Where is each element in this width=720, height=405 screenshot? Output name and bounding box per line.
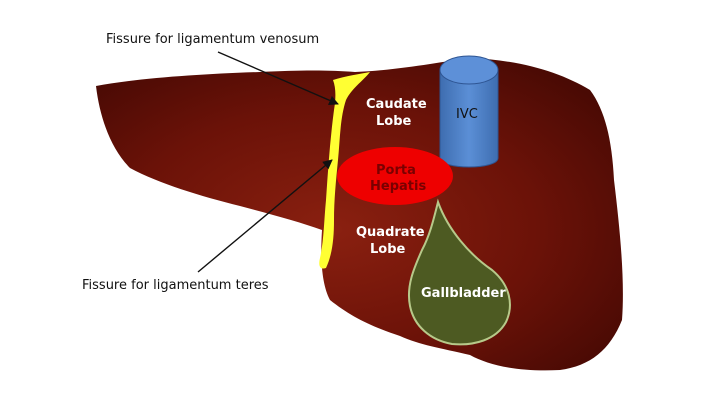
label-ivc: IVC [456, 107, 478, 122]
ivc-cylinder [439, 55, 499, 168]
fissure-strip [319, 72, 370, 269]
label-porta-hepatis: Porta Hepatis [370, 163, 426, 194]
label-caudate-lobe: Caudate Lobe [366, 97, 431, 129]
label-fissure-venosum: Fissure for ligamentum venosum [106, 32, 319, 47]
label-gallbladder: Gallbladder [421, 286, 506, 301]
label-caudate-line2: Lobe [376, 114, 412, 129]
arrow-venosum [217, 51, 339, 105]
label-porta-line2: Hepatis [370, 179, 426, 194]
gallbladder-shape [408, 198, 511, 346]
label-porta-line1: Porta [376, 163, 416, 178]
label-quadrate-line1: Quadrate [356, 225, 425, 240]
label-fissure-teres: Fissure for ligamentum teres [82, 278, 269, 293]
liver-shape [96, 58, 623, 371]
label-quadrate-lobe: Quadrate Lobe [356, 225, 429, 257]
porta-hepatis-shape [337, 147, 453, 205]
label-quadrate-line2: Lobe [370, 242, 406, 257]
arrow-teres [197, 159, 333, 273]
label-caudate-line1: Caudate [366, 97, 427, 112]
